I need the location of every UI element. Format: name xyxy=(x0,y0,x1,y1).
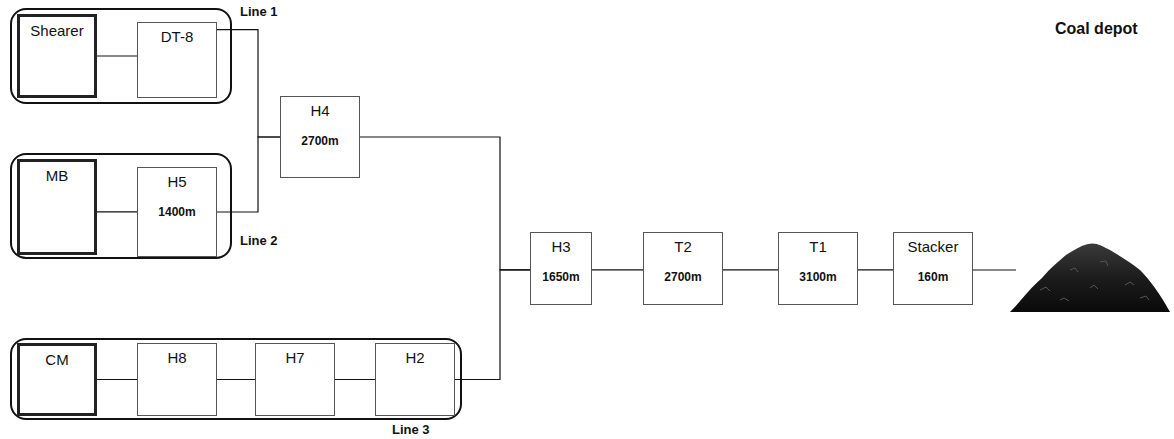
belt-connector xyxy=(360,137,530,270)
belt-connector xyxy=(592,269,643,270)
line-group: Line 2MBH51400m xyxy=(10,153,232,259)
depot-label: Coal depot xyxy=(1055,20,1138,38)
feed-line xyxy=(973,269,1016,270)
coal-texture xyxy=(1040,261,1149,301)
machine-box: CM xyxy=(17,343,97,416)
length-label: 160m xyxy=(918,270,949,284)
length-label: 3100m xyxy=(799,270,836,284)
box-name: Shearer xyxy=(30,22,83,40)
box-name: H4 xyxy=(310,102,329,120)
conveyor-box: H2 xyxy=(375,343,455,416)
belt-connector xyxy=(858,269,893,270)
box-name: H8 xyxy=(167,349,186,367)
belt-connector xyxy=(455,270,530,380)
box-name: MB xyxy=(46,167,69,185)
line-label: Line 1 xyxy=(238,4,280,19)
conveyor-box: H8 xyxy=(137,343,217,416)
line-group: Line 1ShearerDT-8 xyxy=(10,8,232,104)
line-label: Line 3 xyxy=(390,422,432,437)
box-name: T2 xyxy=(674,238,692,256)
line-group: Line 3CMH8H7H2 xyxy=(10,338,462,420)
conveyor-box: DT-8 xyxy=(137,22,217,98)
belt-connector xyxy=(335,379,375,380)
belt-connector xyxy=(97,55,137,56)
belt-connector xyxy=(723,269,778,270)
belt-connector xyxy=(97,211,137,212)
length-label: 2700m xyxy=(301,134,338,148)
conveyor-box: H7 xyxy=(255,343,335,416)
belt-connector xyxy=(217,137,280,212)
box-name: Stacker xyxy=(908,238,959,256)
coal-pile xyxy=(1010,243,1170,312)
box-name: CM xyxy=(45,351,68,369)
machine-box: MB xyxy=(17,159,97,255)
belt-connector xyxy=(217,30,280,137)
box-name: H3 xyxy=(551,238,570,256)
box-name: DT-8 xyxy=(161,28,194,46)
line-label: Line 2 xyxy=(238,233,280,248)
conveyor-box: Stacker 160m xyxy=(893,232,973,305)
box-name: H7 xyxy=(285,349,304,367)
length-label: 1400m xyxy=(158,205,195,219)
conveyor-box: T2 2700m xyxy=(643,232,723,305)
box-name: H2 xyxy=(405,349,424,367)
conveyor-box: H4 2700m xyxy=(280,96,360,178)
length-label: 2700m xyxy=(664,270,701,284)
conveyor-box: T1 3100m xyxy=(778,232,858,305)
machine-box: Shearer xyxy=(17,14,97,98)
conveyor-box: H3 1650m xyxy=(530,232,592,305)
belt-connector xyxy=(217,379,255,380)
length-label: 1650m xyxy=(542,270,579,284)
conveyor-box: H5 1400m xyxy=(137,167,217,257)
belt-connector xyxy=(97,379,137,380)
box-name: H5 xyxy=(167,173,186,191)
box-name: T1 xyxy=(809,238,827,256)
